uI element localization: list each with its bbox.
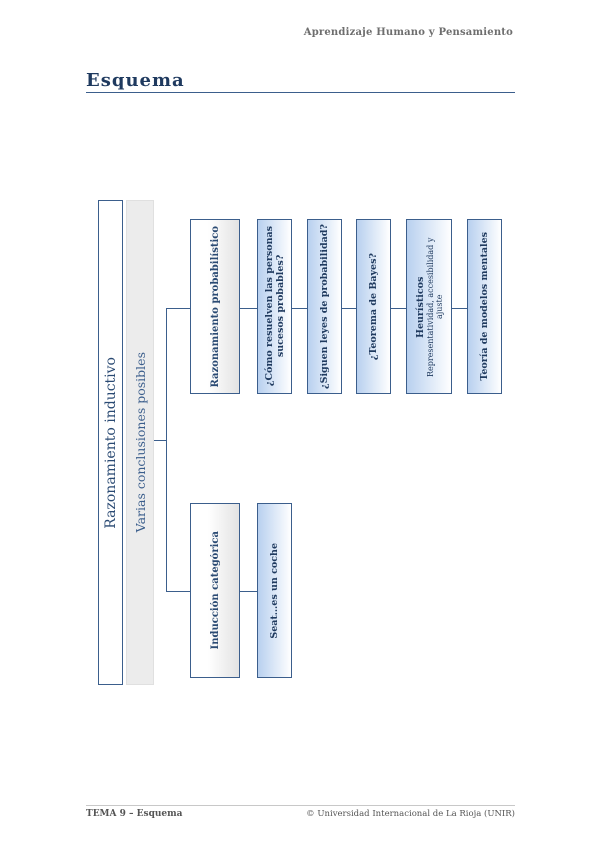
connector-to-branch1 (166, 308, 191, 309)
connector-b1-2 (291, 308, 307, 309)
connector-b1-4 (391, 308, 406, 309)
heuristics-box: Heurísticos Representatividad, accesibil… (406, 219, 452, 394)
heuristics-title: Heurísticos (414, 275, 426, 338)
category-box-probabilistic: Razonamiento probabilístico (190, 219, 240, 394)
question-box-1: ¿Cómo resuelven las personas sucesos pro… (257, 219, 292, 394)
main-concept-box: Razonamiento inductivo (98, 200, 123, 685)
question-1-line2: sucesos probables? (274, 255, 286, 358)
connector-b1-5 (452, 308, 467, 309)
connector-b1-3 (341, 308, 356, 309)
subconcept-box: Varias conclusiones posibles (126, 200, 154, 685)
footer-topic: TEMA 9 – Esquema (86, 809, 183, 819)
example-label: Seat…es un coche (269, 542, 280, 639)
category-label: Inducción categórica (209, 531, 221, 650)
heuristics-detail: Representatividad, accesibilidad y ajust… (425, 236, 444, 377)
connector-b2-1 (239, 591, 257, 592)
subconcept-label: Varias conclusiones posibles (132, 352, 148, 533)
question-box-2: ¿Siguen leyes de probabilidad? (307, 219, 342, 394)
question-box-3: ¿Teorema de Bayes? (356, 219, 391, 394)
connector-vertical (166, 308, 167, 591)
document-header-title: Aprendizaje Humano y Pensamiento (303, 27, 513, 38)
question-2-label: ¿Siguen leyes de probabilidad? (319, 224, 330, 389)
footer-divider (86, 805, 515, 806)
question-1-line1: ¿Cómo resuelven las personas (263, 226, 275, 387)
section-heading: Esquema (86, 70, 185, 91)
category-box-categorical: Inducción categórica (190, 503, 240, 678)
connector-trunk (154, 440, 166, 441)
footer-copyright: © Universidad Internacional de La Rioja … (306, 809, 515, 819)
connector-to-branch2 (166, 591, 191, 592)
question-3-label: ¿Teorema de Bayes? (368, 252, 379, 361)
mental-models-label: Teoría de modelos mentales (479, 232, 490, 381)
heading-divider (86, 92, 515, 93)
mental-models-box: Teoría de modelos mentales (467, 219, 502, 394)
example-box: Seat…es un coche (257, 503, 292, 678)
main-concept-label: Razonamiento inductivo (102, 356, 119, 529)
category-label: Razonamiento probabilístico (209, 225, 221, 388)
connector-b1-1 (239, 308, 257, 309)
